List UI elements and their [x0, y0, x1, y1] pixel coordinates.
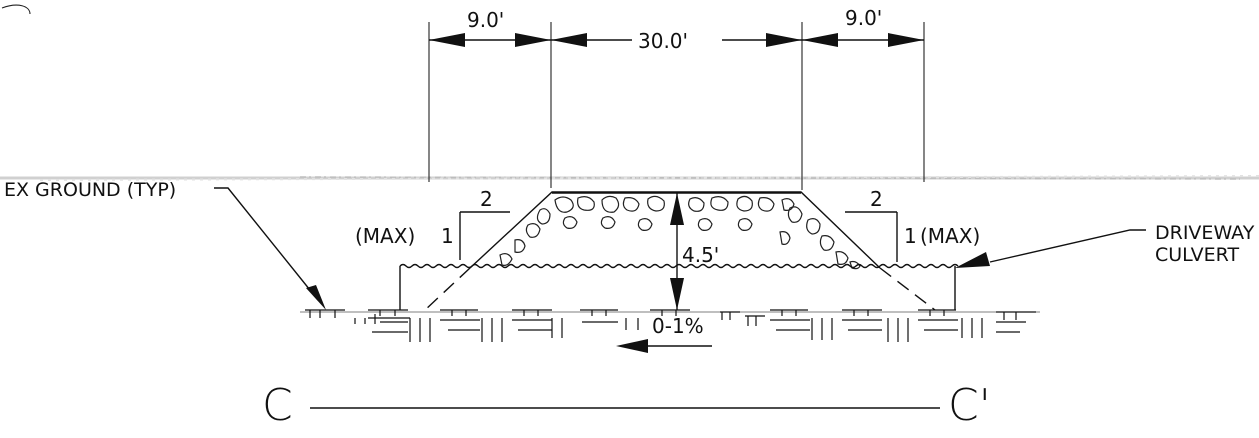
dim-left-shoulder-label: 9.0' — [467, 8, 504, 32]
ground-hatch — [300, 309, 1040, 342]
left-slope-run: 2 — [480, 187, 493, 211]
culvert-label-line2: CULVERT — [1155, 244, 1239, 266]
section-start-label: C — [262, 380, 293, 431]
dimension-left-shoulder: 9.0' — [429, 8, 551, 47]
right-slope-indicator: 2 1 (MAX) — [845, 187, 980, 262]
dimension-right-shoulder: 9.0' — [802, 6, 924, 47]
aggregate-fill-pattern — [499, 195, 861, 270]
dim-right-shoulder-label: 9.0' — [845, 6, 882, 30]
driveway-culvert-line — [399, 263, 959, 269]
existing-ground-line — [0, 175, 1259, 181]
ex-ground-label: EX GROUND (TYP) — [4, 179, 176, 201]
left-subgrade-dashed — [424, 267, 471, 311]
left-slope-rise: 1 — [441, 224, 454, 248]
culvert-leader — [955, 229, 1146, 268]
grade-arrow — [616, 339, 712, 353]
left-slope-max: (MAX) — [355, 224, 415, 248]
ex-ground-leader — [214, 187, 326, 310]
dim-height-label: 4.5' — [682, 243, 719, 267]
right-slope-run: 2 — [870, 187, 883, 211]
grade-label: 0-1% — [652, 314, 704, 338]
dim-top-width-label: 30.0' — [638, 29, 688, 53]
embankment-outline — [469, 191, 881, 269]
left-slope-indicator: 2 1 (MAX) — [355, 187, 510, 260]
right-subgrade-dashed — [879, 267, 936, 311]
dimension-height: 4.5' — [670, 193, 719, 310]
right-slope-max: (MAX) — [920, 224, 980, 248]
right-slope-rise: 1 — [904, 224, 917, 248]
culvert-label-line1: DRIVEWAY — [1155, 222, 1255, 244]
extension-lines — [428, 22, 925, 190]
section-end-label: C' — [948, 380, 991, 431]
dimension-top-width: 30.0' — [551, 29, 802, 53]
corner-mark — [1, 4, 31, 15]
